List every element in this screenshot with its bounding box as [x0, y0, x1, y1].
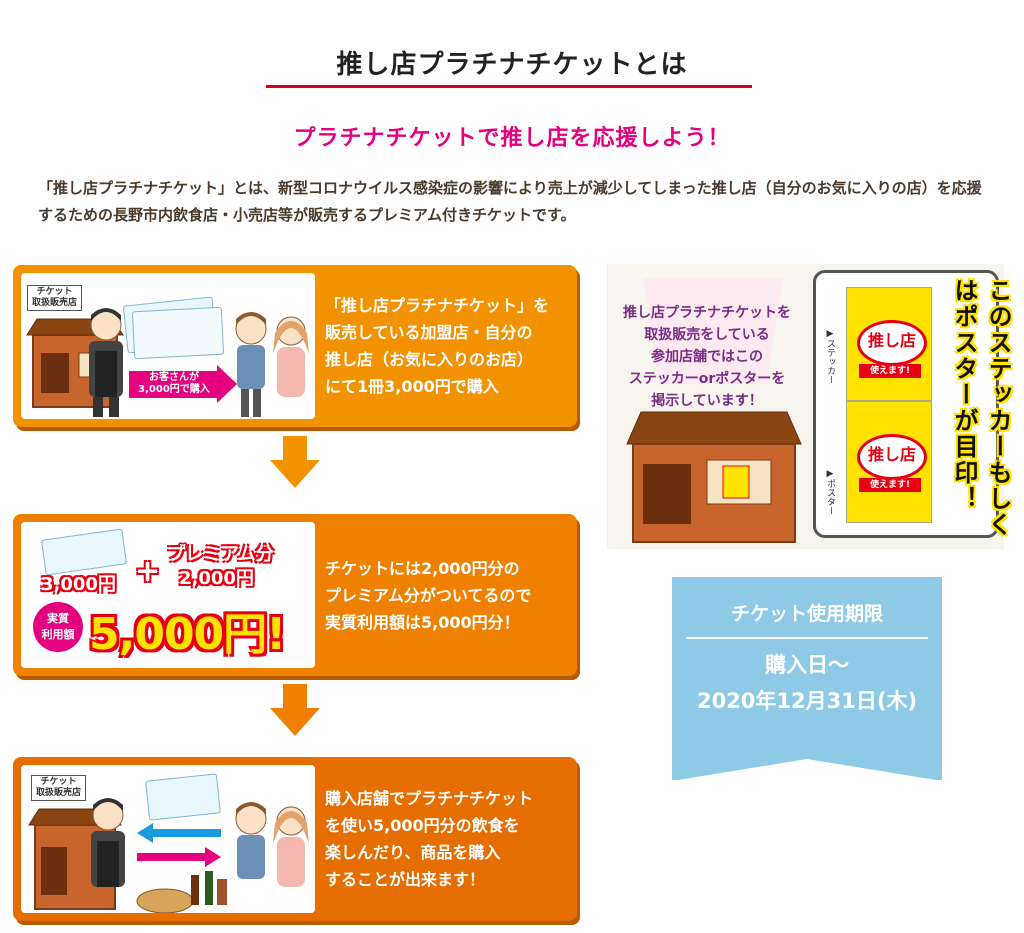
customers-illustration — [235, 312, 309, 417]
sticker-label: ▶ステッカー — [825, 329, 835, 384]
food-goods-illustration — [136, 871, 227, 913]
shop-sign: チケット 取扱販売店 — [27, 285, 83, 311]
clerk-illustration — [91, 798, 125, 887]
poster-callout: 推し店 使えます! 推し店 使えます! ▶ステッカー ▶ポスター — [813, 270, 999, 538]
step-premium: 3,000円 + プレミアム分 2,000円 実質 利用額 5,000円! チケ… — [13, 514, 577, 676]
expiry-date: 2020年12月31日(木) — [696, 689, 918, 713]
real-amount-badge: 実質 利用額 — [33, 602, 83, 652]
ribbon-notch — [672, 759, 942, 781]
sticker-main-text: 推し店 — [857, 320, 927, 366]
plus-sign: + — [135, 554, 161, 589]
shop-with-poster-illustration — [626, 278, 802, 543]
shop-sign: チケット 取扱販売店 — [31, 775, 87, 801]
customers-illustration — [235, 802, 309, 887]
base-price: 3,000円 — [41, 574, 116, 595]
ticket-image — [145, 773, 221, 821]
step-use-text: 購入店舗でプラチナチケット を使い5,000円分の飲食を 楽しんだり、商品を購入… — [325, 789, 534, 889]
premium-amount: 2,000円 — [179, 568, 254, 589]
ticket-image — [131, 306, 225, 360]
step-premium-illustration: 3,000円 + プレミアム分 2,000円 実質 利用額 5,000円! — [21, 522, 315, 668]
exchange-arrows-icon — [137, 823, 221, 867]
expiry-line1: 購入日〜 — [765, 653, 849, 677]
premium-label: プレミアム分 — [167, 544, 274, 565]
down-arrow-icon — [270, 436, 320, 488]
page-subtitle: プラチナチケットで推し店を応援しよう！ — [293, 126, 731, 151]
step-use: チケット 取扱販売店 購入店 — [13, 757, 577, 921]
ticket-expiry-box: チケット使用期限 購入日〜 2020年12月31日(木) — [672, 577, 942, 781]
poster-main-text: 推し店 — [857, 434, 927, 480]
poster-headline: このステッカーもしくはポスターが目印！ — [950, 278, 1012, 538]
intro-paragraph: 「推し店プラチナチケット」とは、新型コロナウイルス感染症の影響により売上が減少し… — [38, 179, 982, 224]
expiry-divider — [686, 637, 928, 639]
page-title: 推し店プラチナチケットとは — [336, 50, 688, 80]
down-arrow-icon — [270, 684, 320, 736]
clerk-illustration — [89, 308, 123, 417]
purchase-arrow: お客さんが 3,000円で購入 — [129, 371, 219, 398]
step-purchase: チケット 取扱販売店 お客さんが 3,000円で購入 — [13, 265, 577, 427]
step-purchase-illustration: チケット 取扱販売店 お客さんが 3,000円で購入 — [21, 273, 315, 419]
sticker-image: 推し店 使えます! — [846, 287, 932, 401]
poster-use-text: 使えます! — [859, 478, 921, 492]
poster-image: 推し店 使えます! — [846, 401, 932, 523]
poster-description: 推し店プラチナチケットを 取扱販売をしている 参加店舗ではこの ステッカーorポ… — [623, 305, 791, 409]
poster-label: ▶ポスター — [825, 469, 835, 515]
step-premium-text: チケットには2,000円分の プレミアム分がついてるので 実質利用額は5,000… — [325, 558, 532, 632]
step-use-illustration: チケット 取扱販売店 — [21, 765, 315, 913]
step-purchase-text: 「推し店プラチナチケット」を 販売している加盟店・自分の 推し店（お気に入りのお… — [325, 296, 550, 396]
real-amount: 5,000円! — [89, 609, 286, 660]
ticket-image — [40, 528, 128, 576]
title-underline — [266, 85, 752, 88]
sticker-use-text: 使えます! — [859, 364, 921, 378]
sticker-poster-panel: 推し店プラチナチケットを 取扱販売をしている 参加店舗ではこの ステッカーorポ… — [607, 264, 1012, 549]
expiry-heading: チケット使用期限 — [730, 603, 883, 625]
arrow-head-icon — [217, 365, 237, 403]
